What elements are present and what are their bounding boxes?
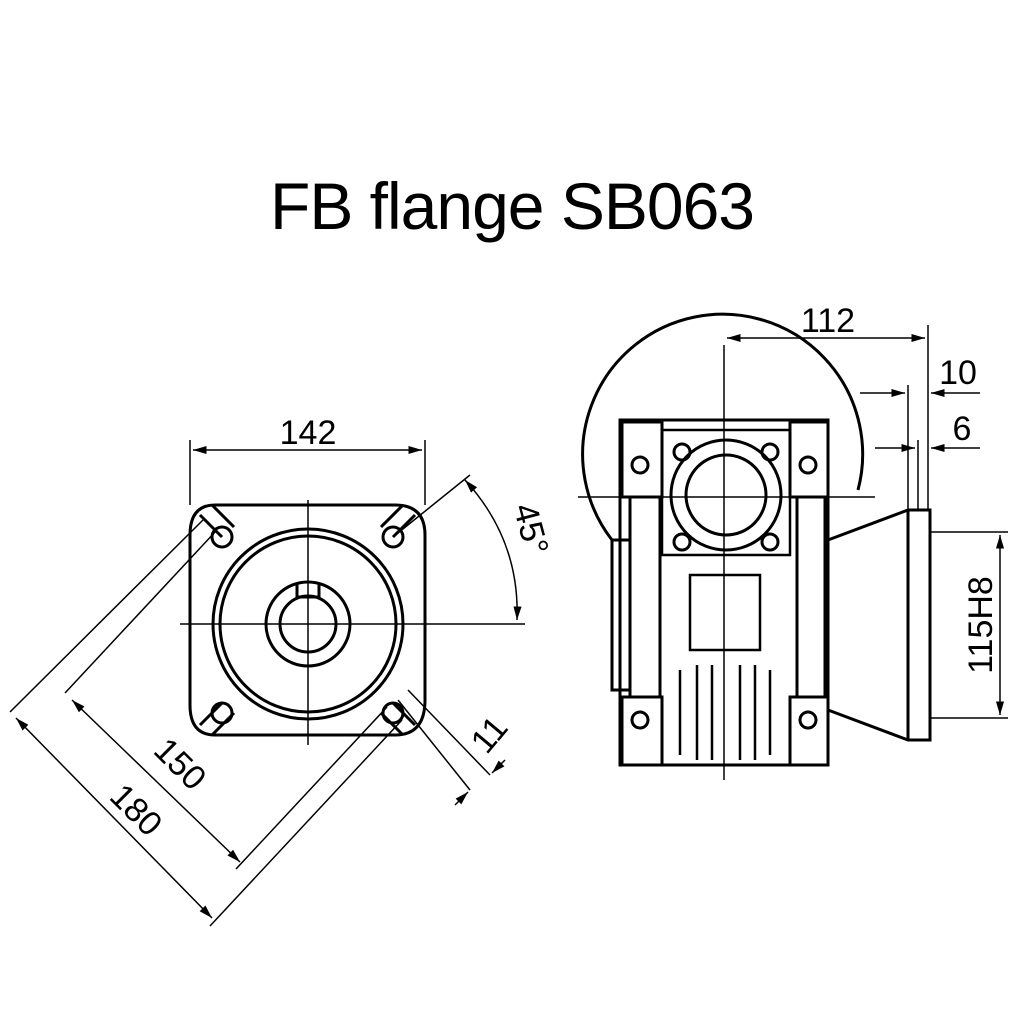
dim-angle-45	[392, 474, 522, 621]
dim-side-spigot: 6	[953, 410, 972, 448]
dim-side-pilot: 115H8	[962, 576, 1000, 674]
dim-side-width: 112	[801, 302, 855, 340]
drawing-title: FB flange SB063	[270, 169, 755, 243]
output-flange	[826, 508, 932, 742]
dim-side-flange-thickness: 10	[939, 354, 977, 392]
dim-front-width: 142	[280, 414, 337, 452]
dim-front-outer: 180	[102, 777, 169, 844]
dim-180	[9, 519, 403, 927]
gearbox-side-view	[581, 312, 932, 767]
dim-11	[397, 689, 506, 806]
dim-115h8	[930, 531, 1008, 719]
worm-wheel-arc	[581, 312, 865, 541]
cooling-fins	[678, 665, 772, 760]
dim-6	[875, 440, 980, 510]
dim-front-bolt-circle: 150	[146, 731, 213, 798]
flange-outline	[188, 503, 427, 737]
dim-front-hole: 11	[464, 709, 516, 760]
side-centerlines	[578, 345, 875, 780]
dim-front-angle: 45°	[506, 499, 556, 559]
dim-142	[189, 440, 426, 505]
front-centerlines	[180, 500, 525, 745]
dim-112	[727, 325, 929, 510]
